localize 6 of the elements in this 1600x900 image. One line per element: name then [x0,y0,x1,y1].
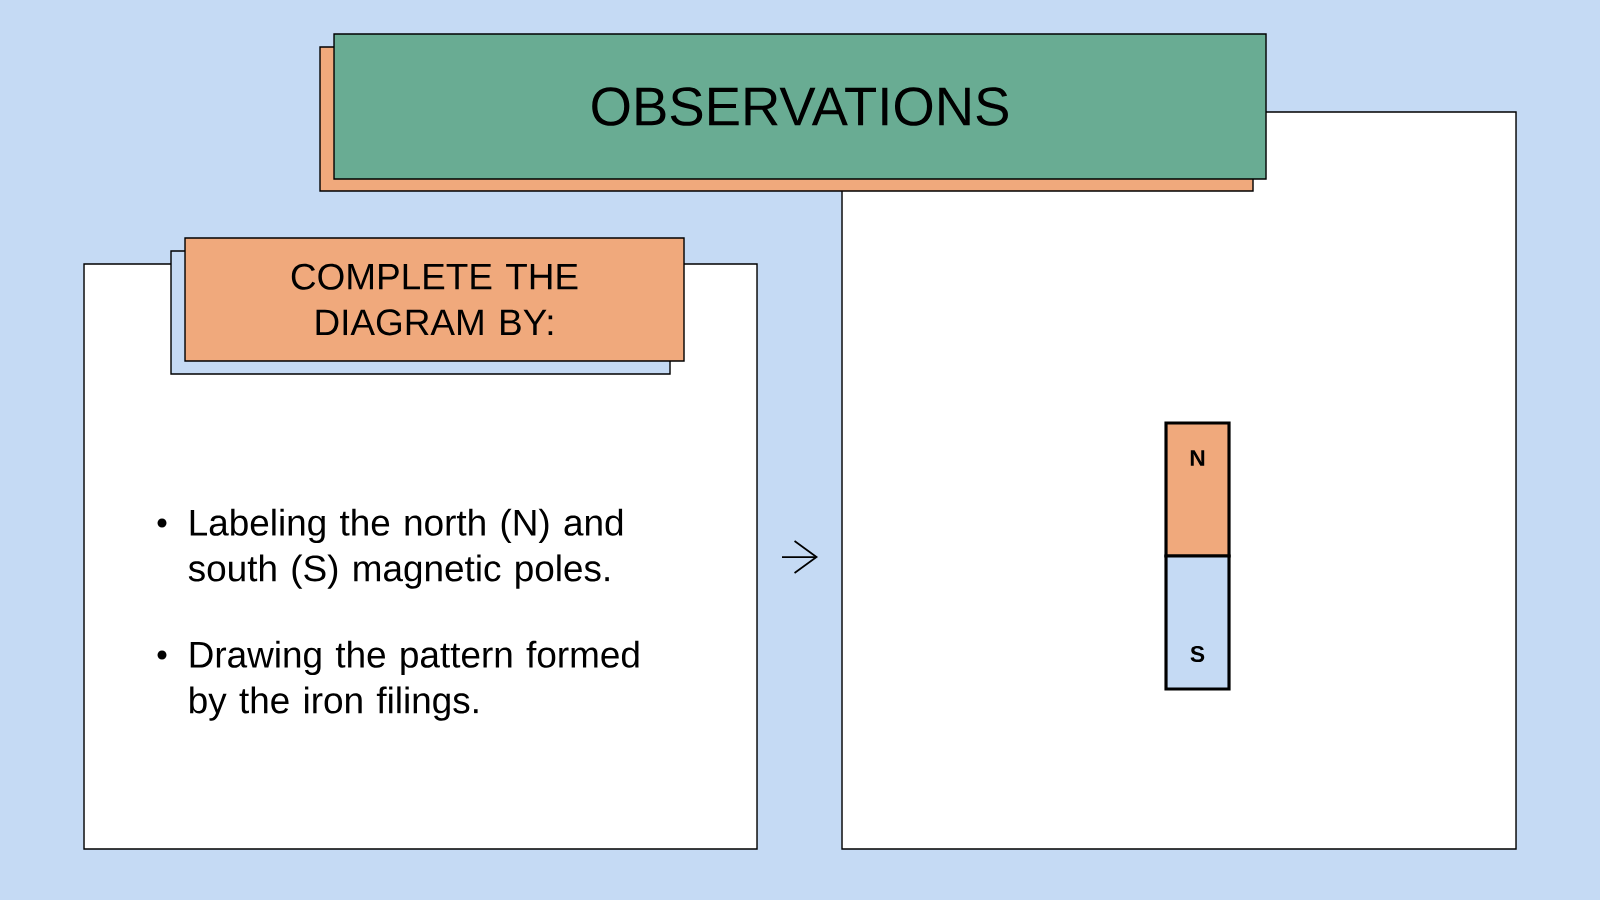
heading-box: COMPLETE THE DIAGRAM BY: [184,237,685,362]
magnet-pole: N [1164,421,1231,558]
title-banner: OBSERVATIONS [333,33,1267,180]
bullet-text: Drawing the pattern formed by the iron filings. [190,640,639,721]
bullet-text: Labeling the north (N) and south (S) magnetic poles. [188,508,623,589]
magnet-pole: S [1164,554,1231,691]
